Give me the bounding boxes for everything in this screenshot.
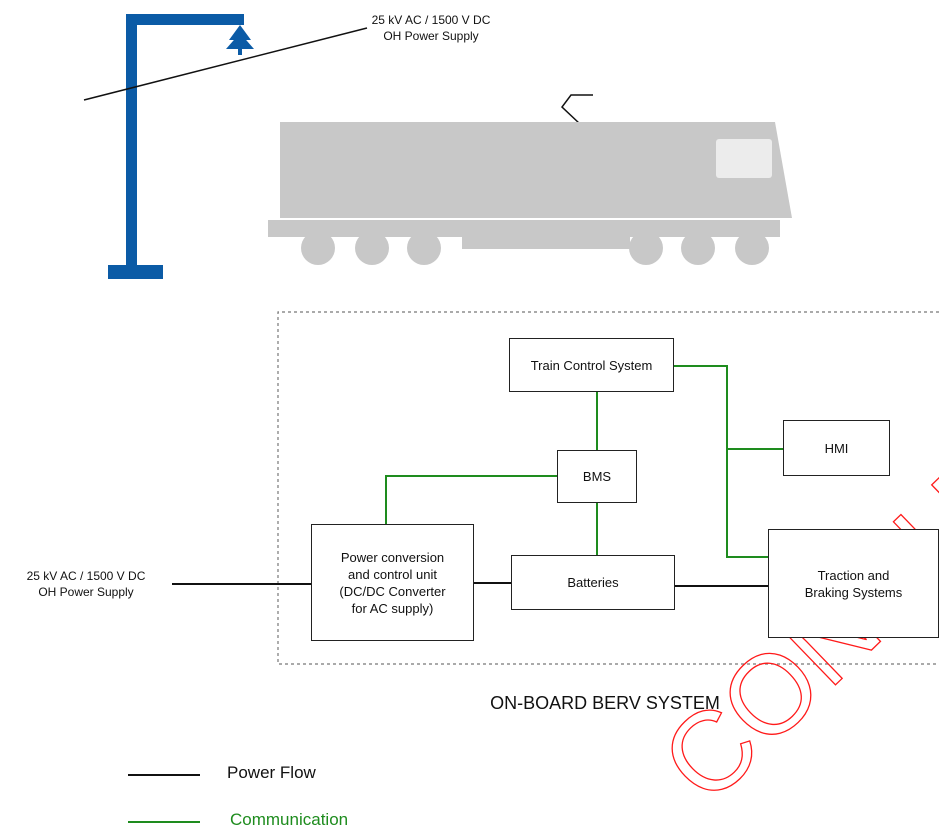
power-conversion-box: Power conversion and control unit (DC/DC… bbox=[311, 524, 474, 641]
input-supply-label: 25 kV AC / 1500 V DC OH Power Supply bbox=[0, 568, 172, 600]
system-title: ON-BOARD BERV SYSTEM bbox=[440, 693, 770, 714]
batteries-box: Batteries bbox=[511, 555, 675, 610]
train-icon bbox=[268, 95, 792, 265]
legend-communication-label: Communication bbox=[230, 810, 348, 830]
train-control-system-box: Train Control System bbox=[509, 338, 674, 392]
catenary-mast-icon bbox=[108, 14, 254, 279]
watermark: CONSU bbox=[638, 454, 939, 825]
bms-box: BMS bbox=[557, 450, 637, 503]
catenary-supply-label: 25 kV AC / 1500 V DC OH Power Supply bbox=[351, 12, 511, 44]
legend-power-label: Power Flow bbox=[227, 763, 316, 783]
traction-braking-box: Traction and Braking Systems bbox=[768, 529, 939, 638]
hmi-box: HMI bbox=[783, 420, 890, 476]
